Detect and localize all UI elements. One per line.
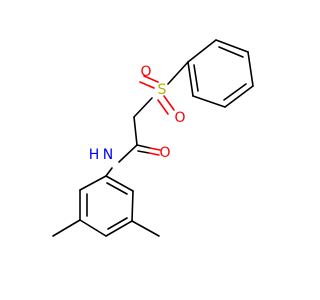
structure-diagram: S O O O N H xyxy=(52,39,254,237)
methyl-right-bond xyxy=(131,220,160,237)
nitrogen-aryl-bond xyxy=(105,167,113,177)
oxygen-bottom-atom-label: O xyxy=(174,110,185,126)
nitrogen-atom-label: N xyxy=(103,147,113,163)
sulfur-atom-label: S xyxy=(158,82,167,98)
phenyl-ring xyxy=(187,39,254,108)
carbonyl-double-bond xyxy=(136,144,161,156)
ring-sulfur-bond xyxy=(167,61,189,85)
hydrogen-atom-label: H xyxy=(89,147,100,163)
oxygen-carbonyl-atom-label: O xyxy=(159,145,170,161)
sulfur-methylene-bond xyxy=(133,97,153,118)
oxygen-top-atom-label: O xyxy=(140,64,151,80)
methyl-left-bond xyxy=(52,219,81,237)
carbonyl-nitrogen-bond xyxy=(118,144,138,163)
sulfonyl-oxygen-bonds xyxy=(139,75,175,115)
methylene-carbonyl-bond xyxy=(133,116,138,146)
dimethylphenyl-ring xyxy=(79,175,134,237)
